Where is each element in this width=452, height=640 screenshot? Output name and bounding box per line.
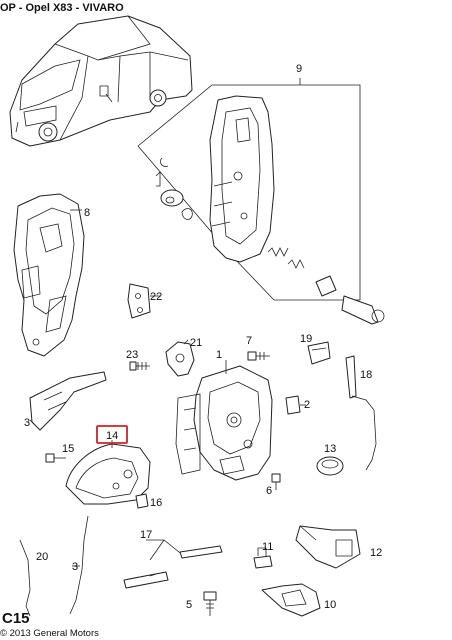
callout-11: 11	[262, 541, 273, 553]
part-11-key-blank	[253, 547, 273, 569]
part-3-long-rod	[69, 515, 89, 615]
callout-3b: 3	[72, 561, 78, 573]
callout-18: 18	[360, 369, 372, 381]
vehicle-title: OP - Opel X83 - VIVARO	[0, 2, 124, 14]
callout-9: 9	[296, 63, 302, 75]
part-17-rods	[123, 539, 223, 589]
callout-7: 7	[246, 335, 252, 347]
part-13-cap	[316, 456, 344, 476]
part-18-rod	[345, 355, 377, 471]
callout-1: 1	[216, 349, 222, 361]
callout-labels: 9 8 22 21 7 19 23 1 18 2 3 14 13 15 6 16…	[24, 63, 382, 611]
callout-15: 15	[62, 443, 74, 455]
callout-21: 21	[190, 337, 202, 349]
callout-17: 17	[140, 529, 152, 541]
part-15-screw	[45, 453, 66, 463]
van-illustration	[9, 15, 193, 147]
callout-3a: 3	[24, 417, 30, 429]
part-10-key	[261, 583, 321, 617]
part-16-clip	[135, 493, 149, 509]
part-7-screw	[247, 351, 270, 361]
callout-10: 10	[324, 599, 336, 611]
callout-14: 14	[106, 430, 118, 442]
part-20-rod	[19, 539, 31, 617]
lock-cylinder-inset	[137, 78, 385, 325]
part-22-plate	[127, 283, 160, 319]
callout-8: 8	[84, 207, 90, 219]
part-19-clip	[307, 341, 331, 365]
callout-6: 6	[266, 485, 272, 497]
part-12-remote-key	[295, 525, 361, 569]
highlighted-callout-frame	[96, 425, 128, 444]
part-23-screw	[129, 361, 150, 371]
callout-5: 5	[186, 599, 192, 611]
callout-16: 16	[150, 497, 162, 509]
part-14-handle	[65, 440, 151, 505]
callout-20: 20	[36, 551, 48, 563]
part-2-clip	[285, 395, 306, 415]
copyright-notice: © 2013 General Motors	[0, 628, 99, 639]
part-8-inner-panel	[13, 193, 85, 357]
part-3-bracket	[29, 371, 107, 431]
part-5-screw	[203, 591, 217, 616]
callout-19: 19	[300, 333, 312, 345]
callout-23: 23	[126, 349, 138, 361]
part-6-screw	[271, 473, 281, 490]
callout-2: 2	[304, 399, 310, 411]
part-1-lock-body	[175, 360, 273, 481]
section-code: C15	[2, 610, 30, 627]
callout-13: 13	[324, 443, 336, 455]
part-21-lever	[165, 339, 195, 377]
callout-22: 22	[150, 291, 162, 303]
callout-12: 12	[370, 547, 382, 559]
